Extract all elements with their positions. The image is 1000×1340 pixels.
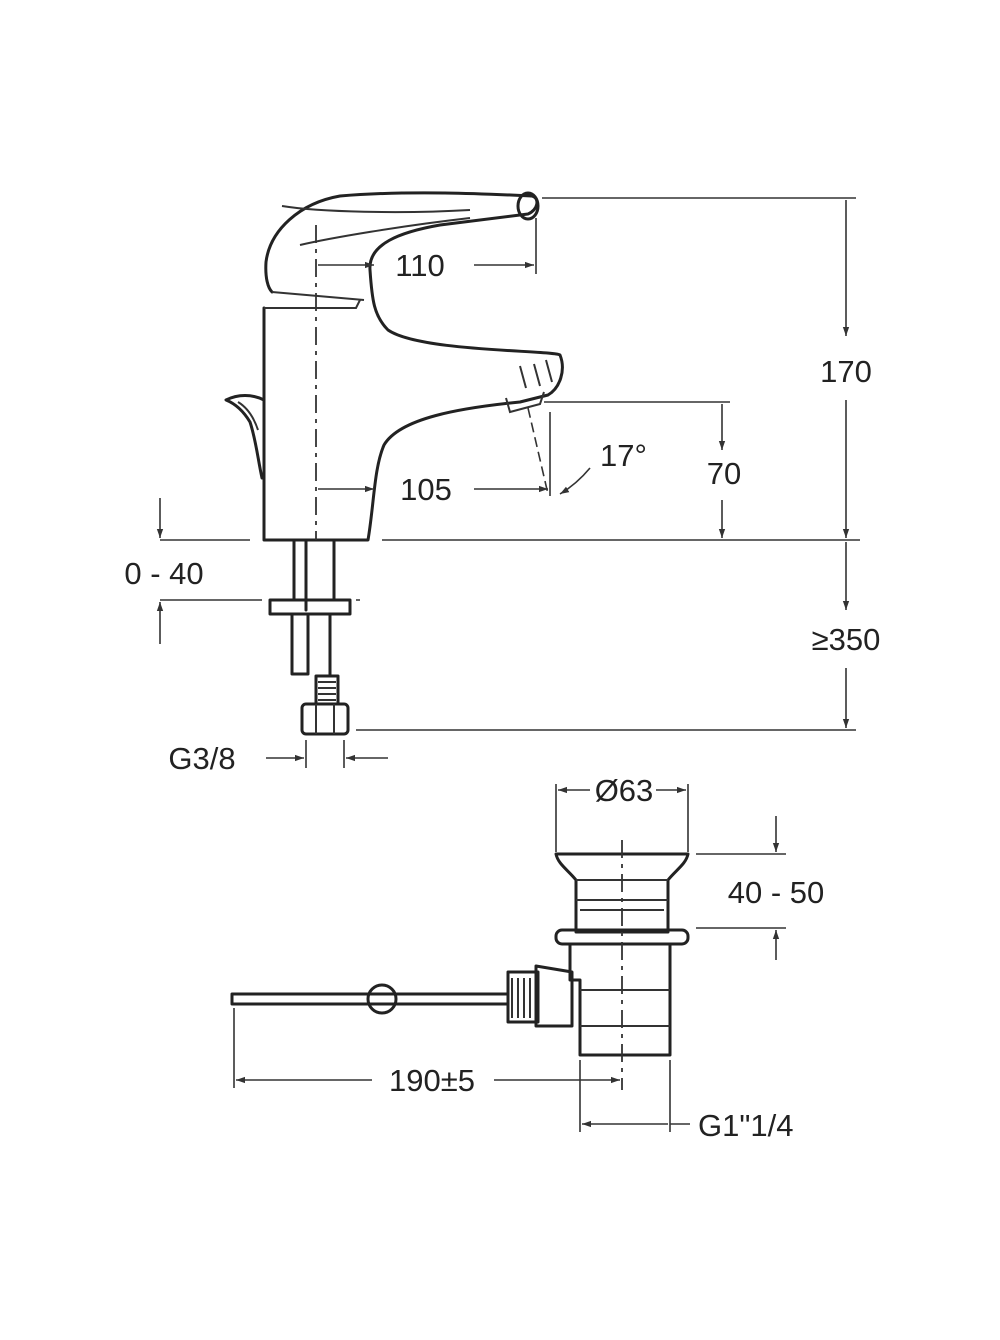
label-190-5: 190±5 [389, 1063, 475, 1098]
dim-105: 105 [318, 412, 551, 507]
faucet-body [224, 191, 564, 542]
label-105: 105 [400, 472, 452, 507]
label-d63: Ø63 [595, 773, 654, 808]
dim-g38: G3/8 [168, 740, 388, 776]
label-170: 170 [820, 354, 872, 389]
label-17-degrees: 17° [600, 438, 647, 473]
dim-350: ≥350 [356, 542, 881, 731]
waste-assembly [230, 852, 690, 1057]
label-g1-1-4: G1"1/4 [698, 1108, 793, 1143]
label-min-350: ≥350 [812, 622, 881, 657]
label-0-40: 0 - 40 [124, 556, 203, 591]
dim-g1-1-4: G1"1/4 [579, 1060, 793, 1143]
dim-deck-thickness: 0 - 40 [124, 498, 204, 644]
dim-190: 190±5 [233, 1008, 620, 1098]
dim-angle: 17° [527, 407, 647, 495]
label-70: 70 [707, 456, 741, 491]
label-40-50: 40 - 50 [728, 875, 825, 910]
faucet-shank [268, 538, 352, 736]
dim-110: 110 [318, 218, 537, 283]
dim-diameter-63: Ø63 [555, 773, 689, 852]
label-110: 110 [395, 248, 444, 283]
dim-70: 70 [544, 401, 741, 538]
dim-40-50: 40 - 50 [696, 816, 824, 960]
dim-170: 170 [542, 197, 872, 538]
label-g3-8: G3/8 [168, 741, 235, 776]
